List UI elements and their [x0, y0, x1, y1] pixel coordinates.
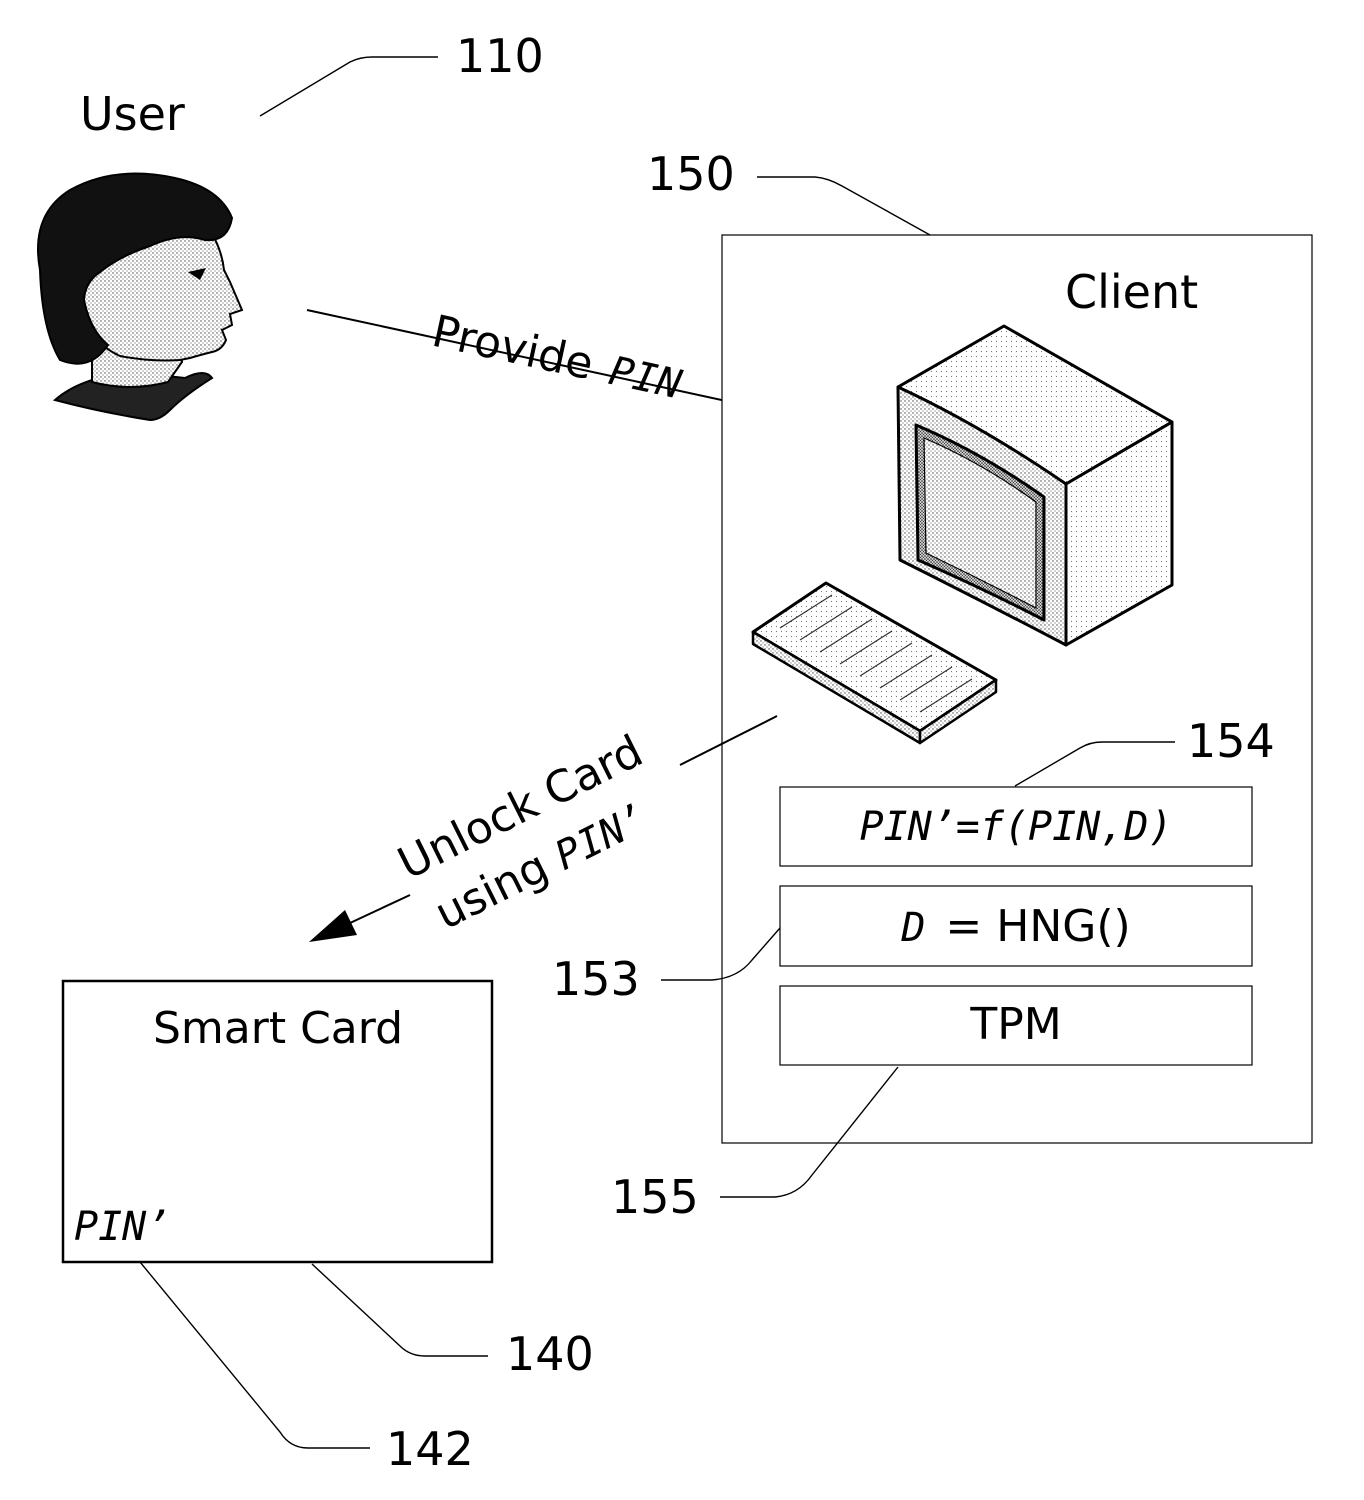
smart-card-leader-line — [312, 1264, 488, 1356]
card-pin-leader-line — [140, 1262, 370, 1448]
client-leader-line — [757, 177, 930, 235]
user-ref-number: 110 — [456, 29, 544, 83]
person-head-icon — [38, 174, 242, 420]
provide-pin-label: ProvidePIN — [428, 306, 687, 410]
client-ref-number: 150 — [647, 147, 735, 201]
user-label: User — [80, 87, 185, 141]
unlock-card-arrow — [309, 716, 777, 942]
client-label: Client — [1065, 265, 1198, 319]
card-pin-label: PIN’ — [74, 1204, 170, 1250]
smart-card-ref-number: 140 — [506, 1327, 594, 1381]
tpm-ref-number: 155 — [611, 1170, 699, 1224]
tpm-label: TPM — [969, 999, 1061, 1050]
formula-label: PIN’=f(PIN,D) — [859, 804, 1172, 850]
formula-ref-number: 154 — [1187, 714, 1275, 768]
card-pin-ref-number: 142 — [386, 1422, 474, 1476]
user-leader-line — [260, 57, 438, 116]
smart-card-label: Smart Card — [153, 1003, 403, 1054]
hng-ref-number: 153 — [552, 952, 640, 1006]
